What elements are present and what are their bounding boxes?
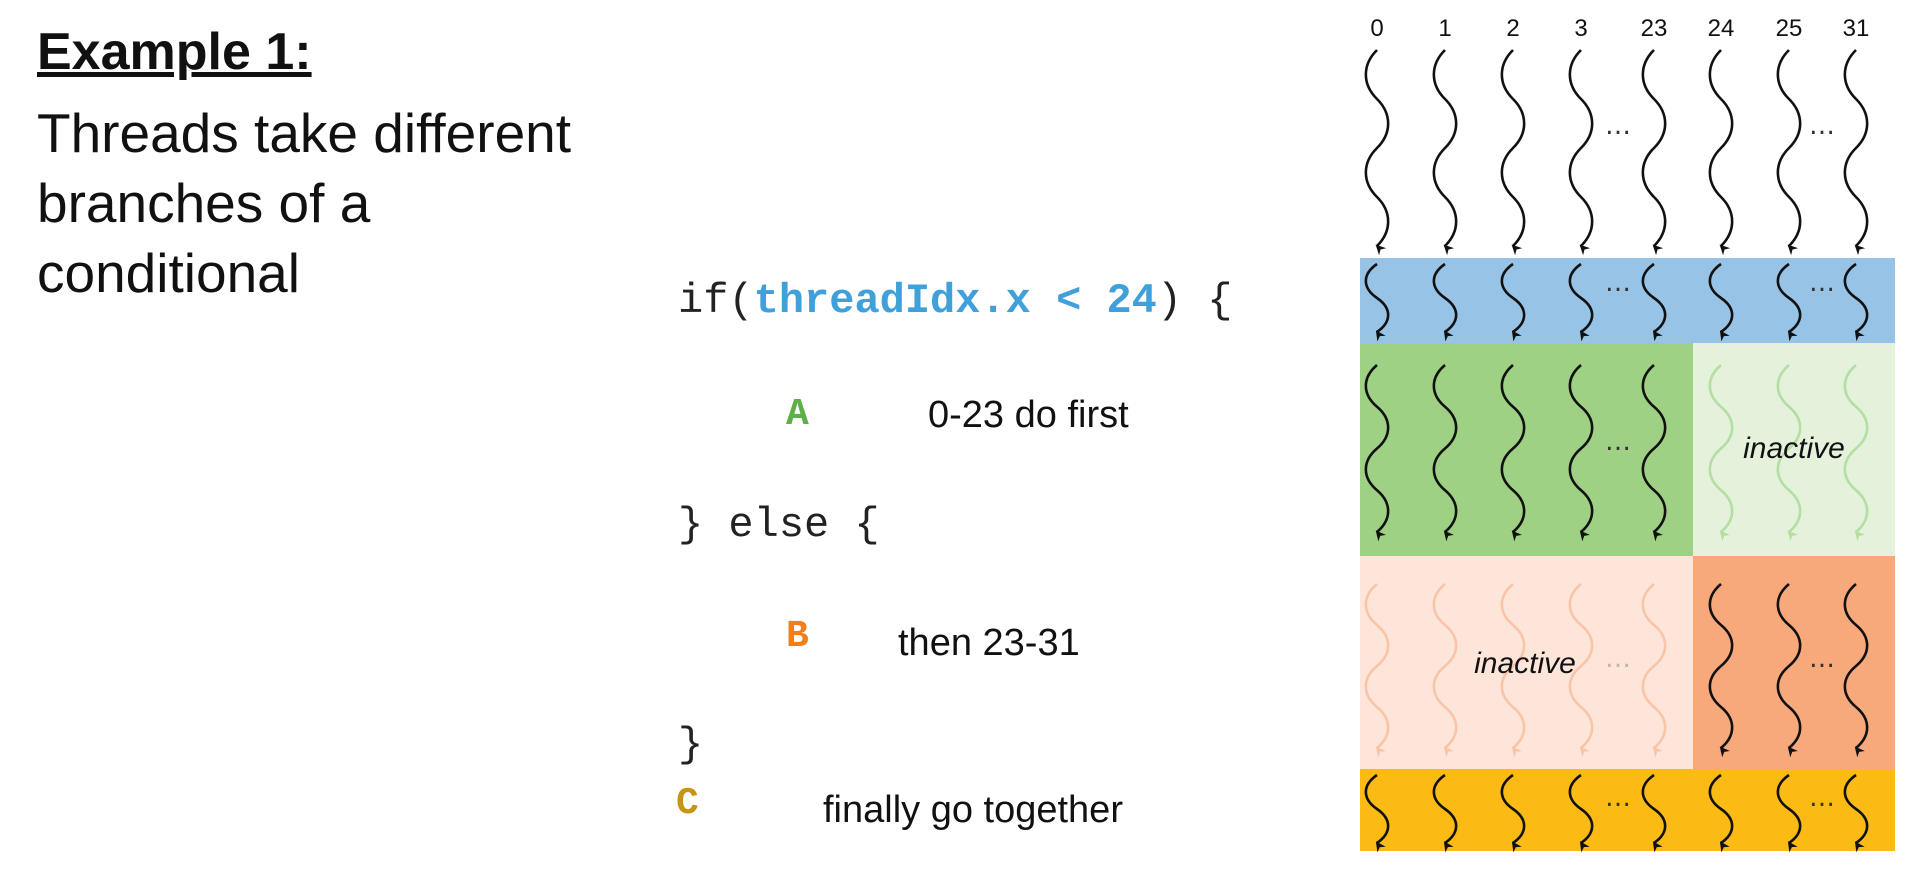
branch-a-inactive-region: [1693, 343, 1895, 556]
inactive-label-branch-b: inactive: [1474, 647, 1576, 680]
thread-wave-branch-a-active: [1432, 364, 1458, 542]
block-b-label: B: [786, 615, 809, 658]
thread-wave-initial: [1568, 49, 1594, 256]
thread-wave-band-top: [1641, 262, 1667, 342]
ellipsis-marker: …: [1605, 268, 1631, 298]
code-if-brace: ) {: [1156, 277, 1233, 325]
thread-index-label: 0: [1370, 15, 1383, 42]
thread-index-label: 24: [1708, 15, 1735, 42]
thread-wave-branch-b-inactive: [1432, 582, 1458, 758]
code-else-line: } else {: [678, 501, 880, 549]
thread-wave-branch-b-active: [1708, 582, 1734, 758]
ellipsis-marker: …: [1605, 783, 1631, 813]
thread-wave-band-bottom: [1364, 773, 1390, 853]
note-c: finally go together: [823, 789, 1123, 831]
thread-wave-branch-a-active: [1568, 364, 1594, 542]
code-if-keyword: if(: [678, 277, 754, 325]
thread-wave-band-bottom: [1843, 773, 1869, 853]
thread-wave-band-top: [1843, 262, 1869, 342]
note-b: then 23-31: [898, 622, 1080, 664]
thread-wave-band-bottom: [1776, 773, 1802, 853]
thread-wave-initial: [1364, 49, 1390, 256]
ellipsis-marker: …: [1809, 268, 1835, 298]
thread-wave-initial: [1708, 49, 1734, 256]
thread-index-label: 2: [1506, 15, 1519, 42]
thread-wave-band-bottom: [1641, 773, 1667, 853]
thread-wave-band-top: [1432, 262, 1458, 342]
thread-index-label: 31: [1843, 15, 1870, 42]
code-close-brace: }: [678, 721, 704, 769]
code-if-line: if(threadIdx.x < 24) {: [678, 280, 1233, 322]
thread-wave-branch-b-inactive: [1364, 582, 1390, 758]
thread-wave-initial: [1776, 49, 1802, 256]
ellipsis-marker: …: [1605, 644, 1631, 674]
thread-wave-band-top: [1776, 262, 1802, 342]
ellipsis-marker: …: [1605, 111, 1631, 141]
thread-wave-branch-b-inactive: [1500, 582, 1526, 758]
thread-wave-initial: [1500, 49, 1526, 256]
ellipsis-marker: …: [1809, 783, 1835, 813]
code-condition: threadIdx.x < 24: [753, 277, 1157, 325]
thread-wave-branch-a-active: [1500, 364, 1526, 542]
example-description: Threads take different branches of a con…: [37, 102, 572, 304]
ellipsis-marker: …: [1605, 427, 1631, 457]
branch-b-inactive-region: [1360, 556, 1693, 769]
thread-index-label: 25: [1776, 15, 1803, 42]
thread-wave-branch-b-inactive: [1568, 582, 1594, 758]
converged-band-bottom: [1360, 769, 1895, 851]
block-c-label: C: [676, 782, 699, 825]
thread-index-label: 3: [1574, 15, 1587, 42]
thread-wave-branch-a-inactive: [1776, 364, 1802, 542]
thread-wave-branch-a-inactive: [1708, 364, 1734, 542]
thread-wave-branch-a-active: [1364, 364, 1390, 542]
example-title: Example 1:: [37, 23, 312, 81]
thread-wave-initial: [1641, 49, 1667, 256]
note-a: 0-23 do first: [928, 394, 1129, 436]
thread-wave-branch-a-active: [1641, 364, 1667, 542]
thread-wave-band-bottom: [1568, 773, 1594, 853]
thread-wave-band-top: [1568, 262, 1594, 342]
thread-wave-branch-b-inactive: [1641, 582, 1667, 758]
branch-a-active-region: [1360, 343, 1693, 556]
inactive-label-branch-a: inactive: [1743, 432, 1845, 465]
thread-index-label: 1: [1438, 15, 1451, 42]
ellipsis-marker: …: [1809, 111, 1835, 141]
thread-wave-band-bottom: [1500, 773, 1526, 853]
ellipsis-marker: …: [1809, 644, 1835, 674]
thread-wave-branch-a-inactive: [1843, 364, 1869, 542]
thread-wave-band-top: [1500, 262, 1526, 342]
thread-wave-initial: [1432, 49, 1458, 256]
thread-wave-band-top: [1364, 262, 1390, 342]
thread-index-label: 23: [1641, 15, 1668, 42]
thread-wave-branch-b-active: [1843, 582, 1869, 758]
block-a-label: A: [786, 393, 809, 436]
thread-wave-band-top: [1708, 262, 1734, 342]
thread-wave-band-bottom: [1432, 773, 1458, 853]
thread-wave-band-bottom: [1708, 773, 1734, 853]
thread-wave-initial: [1843, 49, 1869, 256]
thread-wave-branch-b-active: [1776, 582, 1802, 758]
